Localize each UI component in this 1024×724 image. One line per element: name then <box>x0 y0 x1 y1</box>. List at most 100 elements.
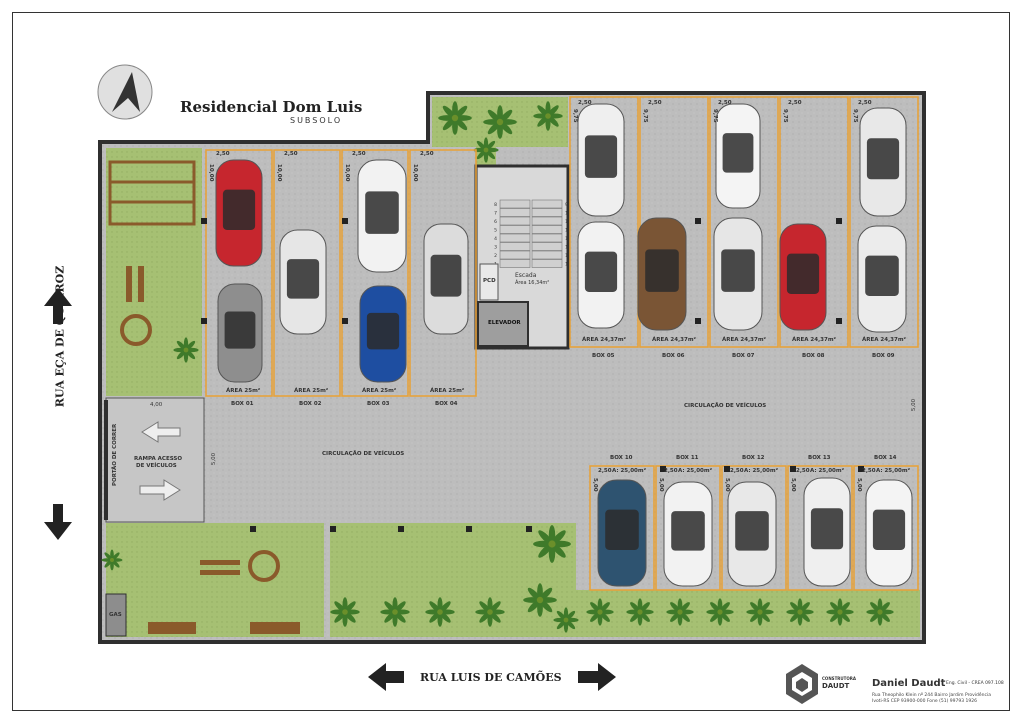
parking-slot <box>721 465 787 591</box>
slot-number: BOX 05 <box>592 353 615 359</box>
slot-number: BOX 13 <box>808 455 831 461</box>
ramp-width: 4,00 <box>150 402 163 408</box>
palm-icon <box>786 598 814 626</box>
circulation-label: CIRCULAÇÃO DE VEÍCULOS <box>322 451 405 457</box>
slot-width: 2,50 <box>730 468 744 474</box>
stair-step <box>499 225 531 234</box>
slot-number: BOX 14 <box>874 455 897 461</box>
page-subtitle: SUBSOLO <box>290 116 343 125</box>
slot-number: BOX 06 <box>662 353 685 359</box>
compass-north-icon <box>97 64 153 120</box>
circulation-label-right: CIRCULAÇÃO DE VEÍCULOS <box>684 403 767 409</box>
palm-icon <box>533 525 571 563</box>
stair-step <box>499 242 531 251</box>
stair-step <box>531 233 563 243</box>
stair-step <box>499 208 531 217</box>
ramp-length: 5,00 <box>211 452 218 466</box>
slot-width: 2,50 <box>788 100 802 106</box>
arrow-down-icon <box>44 504 72 540</box>
pillar <box>342 218 348 224</box>
ramp-label-2: DE VEÍCULOS <box>136 463 177 469</box>
slot-depth: 10,00 <box>208 164 214 182</box>
palm-icon <box>425 597 455 627</box>
palm-icon <box>553 607 579 633</box>
palm-icon <box>626 598 654 626</box>
palm-icon <box>826 598 854 626</box>
slot-depth: 10,00 <box>412 164 418 182</box>
car-icon <box>577 103 625 217</box>
stair-step <box>499 250 531 260</box>
parking-slot <box>779 96 849 348</box>
slot-area: ÁREA 24,37m² <box>582 337 626 343</box>
palm-icon <box>483 105 517 139</box>
elevator-label: ELEVADOR <box>488 320 521 326</box>
parking-slot <box>589 465 655 591</box>
bench <box>138 266 144 302</box>
round-bench-left <box>120 314 152 346</box>
pillar <box>466 526 472 532</box>
step-number: 10 <box>565 211 571 217</box>
right-dimension: 5,00 <box>911 398 918 412</box>
ramp-label-1: RAMPA ACESSO <box>134 456 183 462</box>
slot-area: A: 25,00m² <box>678 468 713 474</box>
parking-slot <box>569 96 639 348</box>
step-number: 11 <box>565 219 571 225</box>
ramp-arrow-out <box>139 479 181 501</box>
step-number: 6 <box>494 219 497 225</box>
slot-depth: 10,00 <box>276 164 282 182</box>
palm-icon <box>101 549 123 571</box>
slot-number: BOX 02 <box>299 401 322 407</box>
slot-area: ÁREA 24,37m² <box>722 337 766 343</box>
car-icon <box>279 229 327 335</box>
drawing-frame <box>12 12 1010 711</box>
palm-icon <box>666 598 694 626</box>
street-label-bottom: RUA LUIS DE CAMÕES <box>420 671 562 684</box>
stair-step <box>499 199 531 209</box>
slot-depth: 5,00 <box>856 478 862 492</box>
slot-width: 2,50 <box>216 151 230 157</box>
slot-width: 2,50 <box>862 468 876 474</box>
slot-width: 2,50 <box>858 100 872 106</box>
slot-depth: 5,00 <box>724 478 730 492</box>
palm-icon <box>706 598 734 626</box>
car-icon <box>423 223 469 335</box>
slot-width: 2,50 <box>284 151 298 157</box>
slot-depth: 9,75 <box>572 109 578 123</box>
slot-number: BOX 12 <box>742 455 765 461</box>
ramp-area <box>105 397 205 523</box>
page-title: Residencial Dom Luis <box>180 98 363 116</box>
pillar <box>695 318 701 324</box>
gas-label: GAS <box>109 612 122 618</box>
stair-label: Escada <box>515 272 537 279</box>
step-number: 3 <box>494 245 497 251</box>
slot-width: 2,50 <box>578 100 592 106</box>
palm-icon <box>330 597 360 627</box>
pcd-label: PCD <box>483 278 496 284</box>
bench <box>200 560 240 565</box>
slot-area: ÁREA 25m² <box>430 388 465 394</box>
pergola <box>108 160 196 226</box>
pillar <box>398 526 404 532</box>
slot-number: BOX 03 <box>367 401 390 407</box>
pillar <box>342 318 348 324</box>
car-icon <box>637 217 687 331</box>
slot-depth: 10,00 <box>344 164 350 182</box>
arrow-up-icon <box>44 288 72 324</box>
slot-area: ÁREA 24,37m² <box>862 337 906 343</box>
step-number: 16 <box>565 262 571 268</box>
ramp-arrow-in <box>141 421 181 443</box>
gate-label: PORTÃO DE CORRER <box>112 423 118 486</box>
car-icon <box>663 481 713 587</box>
slot-number: BOX 10 <box>610 455 633 461</box>
pillar <box>526 526 532 532</box>
pillar <box>790 466 796 472</box>
car-icon <box>597 479 647 587</box>
slot-depth: 9,75 <box>712 109 718 123</box>
car-icon <box>713 217 763 331</box>
parking-slot <box>709 96 779 348</box>
bench <box>200 570 240 575</box>
pillar <box>836 218 842 224</box>
palm-icon <box>380 597 410 627</box>
slot-area: A: 25,00m² <box>744 468 779 474</box>
